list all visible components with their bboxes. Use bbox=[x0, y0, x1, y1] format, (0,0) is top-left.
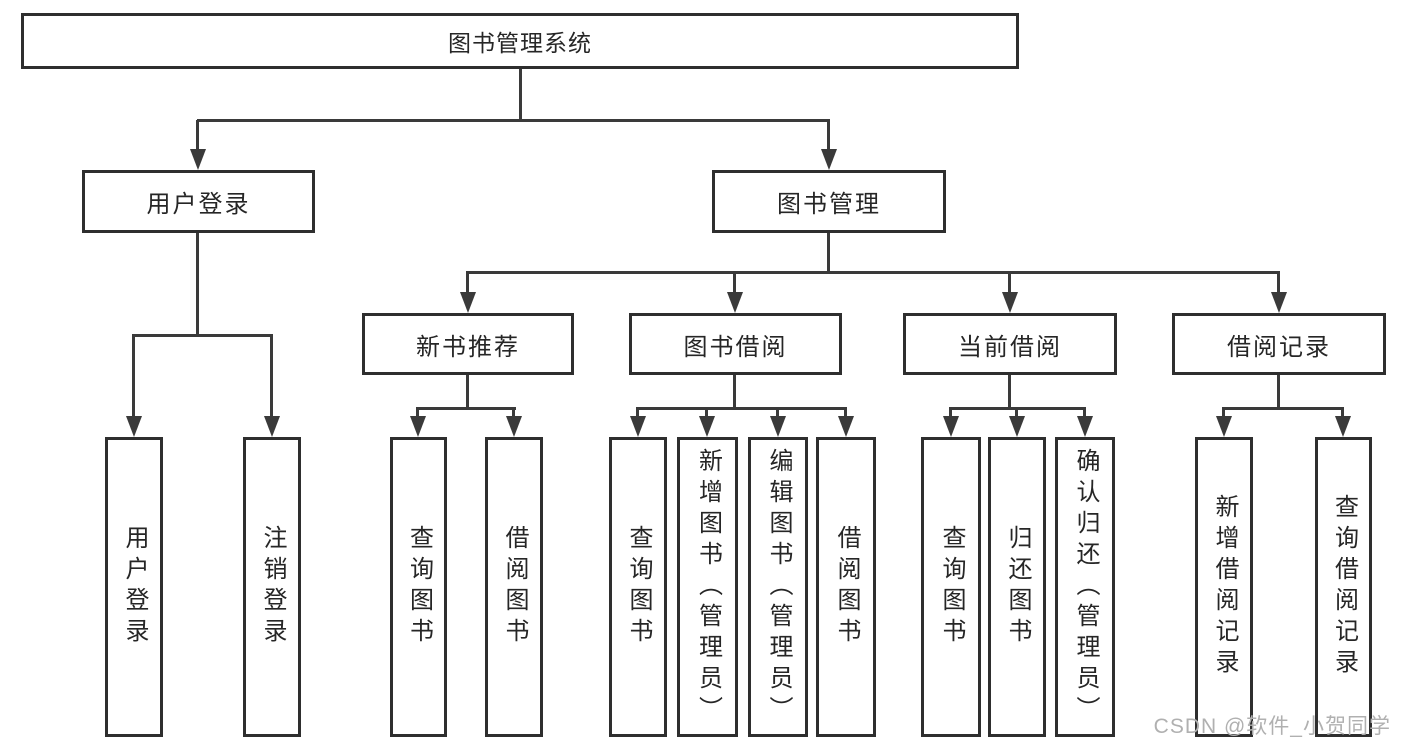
connector-vline bbox=[1222, 408, 1225, 417]
node-label: 图书借阅 bbox=[683, 333, 788, 361]
connector-vline bbox=[132, 335, 135, 417]
node-return-books: 归还图书 bbox=[988, 437, 1046, 737]
connector-vline bbox=[827, 120, 830, 150]
node-label: 用户登录 bbox=[146, 191, 251, 218]
node-add-books-admin: 新增图书（管理员） bbox=[677, 437, 738, 737]
arrow-down-icon bbox=[126, 416, 142, 437]
arrow-down-icon bbox=[1216, 416, 1232, 437]
node-query-books-current: 查询图书 bbox=[921, 437, 981, 737]
node-label: 查询借阅记录 bbox=[1330, 494, 1358, 680]
csdn-watermark: CSDN @软件_小贺同学 bbox=[1153, 715, 1391, 738]
node-label: 当前借阅 bbox=[958, 333, 1062, 361]
node-edit-books-admin: 编辑图书（管理员） bbox=[748, 437, 808, 737]
node-new-book-recommendation: 新书推荐 bbox=[362, 313, 574, 375]
arrow-down-icon bbox=[1335, 416, 1351, 437]
node-label: 注销登录 bbox=[259, 525, 286, 649]
connector-vline bbox=[196, 233, 199, 337]
node-book-management: 图书管理 bbox=[712, 170, 946, 233]
node-label: 新增借阅记录 bbox=[1211, 494, 1238, 680]
node-current-borrowing: 当前借阅 bbox=[903, 313, 1117, 375]
arrow-down-icon bbox=[630, 416, 646, 437]
node-label: 查询图书 bbox=[625, 525, 652, 649]
node-book-borrowing: 图书借阅 bbox=[629, 313, 842, 375]
connector-vline bbox=[636, 408, 639, 417]
connector-vline bbox=[196, 120, 199, 150]
connector-vline bbox=[1341, 408, 1344, 417]
node-logout: 注销登录 bbox=[243, 437, 301, 737]
node-label: 图书管理 bbox=[777, 191, 881, 218]
node-label: 借阅图书 bbox=[501, 525, 528, 649]
connector-vline bbox=[705, 408, 708, 417]
arrow-down-icon bbox=[264, 416, 280, 437]
node-user-login: 用户登录 bbox=[82, 170, 315, 233]
node-label: 借阅图书 bbox=[833, 525, 860, 649]
arrow-down-icon bbox=[506, 416, 522, 437]
connector-hline bbox=[466, 271, 1280, 274]
arrow-down-icon bbox=[190, 149, 206, 170]
node-query-books-borrowing: 查询图书 bbox=[609, 437, 667, 737]
connector-vline bbox=[844, 408, 847, 417]
node-add-borrow-record: 新增借阅记录 bbox=[1195, 437, 1253, 737]
connector-hline bbox=[197, 119, 830, 122]
connector-vline bbox=[1008, 375, 1011, 410]
node-label: 确认归还（管理员） bbox=[1072, 447, 1099, 727]
node-label: 编辑图书（管理员） bbox=[765, 447, 792, 727]
connector-vline bbox=[519, 69, 522, 121]
node-borrowing-records: 借阅记录 bbox=[1172, 313, 1386, 375]
connector-vline bbox=[270, 335, 273, 417]
connector-vline bbox=[776, 408, 779, 417]
arrow-down-icon bbox=[1271, 292, 1287, 313]
connector-vline bbox=[466, 272, 469, 293]
node-query-books-recommend: 查询图书 bbox=[390, 437, 447, 737]
node-label: 图书管理系统 bbox=[448, 30, 592, 56]
node-borrow-books-borrowing: 借阅图书 bbox=[816, 437, 876, 737]
connector-hline bbox=[416, 407, 516, 410]
connector-vline bbox=[827, 233, 830, 274]
arrow-down-icon bbox=[699, 416, 715, 437]
node-label: 查询图书 bbox=[938, 525, 965, 649]
node-label: 借阅记录 bbox=[1227, 333, 1331, 361]
node-label: 新书推荐 bbox=[416, 333, 520, 361]
arrow-down-icon bbox=[770, 416, 786, 437]
connector-vline bbox=[1277, 375, 1280, 410]
connector-vline bbox=[416, 408, 419, 417]
arrow-down-icon bbox=[821, 149, 837, 170]
node-confirm-return-admin: 确认归还（管理员） bbox=[1055, 437, 1115, 737]
connector-vline bbox=[466, 375, 469, 410]
arrow-down-icon bbox=[1009, 416, 1025, 437]
node-query-borrow-record: 查询借阅记录 bbox=[1315, 437, 1372, 737]
connector-hline bbox=[132, 334, 273, 337]
connector-vline bbox=[949, 408, 952, 417]
connector-vline bbox=[1277, 272, 1280, 293]
node-library-management-system: 图书管理系统 bbox=[21, 13, 1019, 69]
arrow-down-icon bbox=[410, 416, 426, 437]
connector-vline bbox=[733, 375, 736, 410]
node-label: 用户登录 bbox=[121, 525, 148, 649]
node-borrow-books-recommend: 借阅图书 bbox=[485, 437, 543, 737]
arrow-down-icon bbox=[1002, 292, 1018, 313]
node-label: 归还图书 bbox=[1004, 525, 1031, 649]
connector-vline bbox=[733, 272, 736, 293]
node-label: 新增图书（管理员） bbox=[694, 447, 722, 727]
connector-vline bbox=[1008, 272, 1011, 293]
connector-hline bbox=[636, 407, 847, 410]
arrow-down-icon bbox=[838, 416, 854, 437]
connector-vline bbox=[1083, 408, 1086, 417]
arrow-down-icon bbox=[727, 292, 743, 313]
connector-vline bbox=[1015, 408, 1018, 417]
connector-vline bbox=[512, 408, 515, 417]
arrow-down-icon bbox=[943, 416, 959, 437]
connector-hline bbox=[1222, 407, 1344, 410]
arrow-down-icon bbox=[460, 292, 476, 313]
node-label: 查询图书 bbox=[405, 525, 433, 649]
arrow-down-icon bbox=[1077, 416, 1093, 437]
node-user-login-leaf: 用户登录 bbox=[105, 437, 163, 737]
